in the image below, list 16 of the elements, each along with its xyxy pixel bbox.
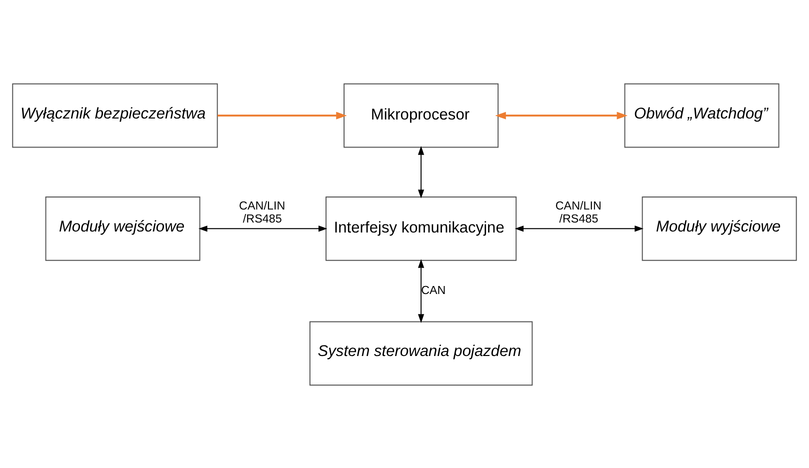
node-box: Wyłącznik bezpieczeństwa — [12, 82, 218, 148]
node-box: Interfejsy komunikacyjne — [326, 196, 517, 260]
node-box: Moduły wejściowe — [45, 196, 200, 260]
node-box: System sterowania pojazdem — [309, 320, 533, 386]
arrow — [495, 111, 628, 119]
arrow — [198, 225, 328, 232]
node-box: Obwód „Watchdog” — [624, 82, 780, 148]
edge-label: CAN/LIN /RS485 — [239, 199, 286, 225]
arrow — [218, 111, 347, 119]
node-box: Mikroprocesor — [344, 82, 499, 148]
node-box: Moduły wyjściowe — [642, 196, 797, 260]
edge-label: CAN — [421, 284, 446, 297]
arrow — [418, 258, 424, 322]
edge-label: CAN/LIN /RS485 — [555, 199, 602, 225]
arrow — [418, 146, 424, 198]
arrow — [514, 225, 644, 232]
